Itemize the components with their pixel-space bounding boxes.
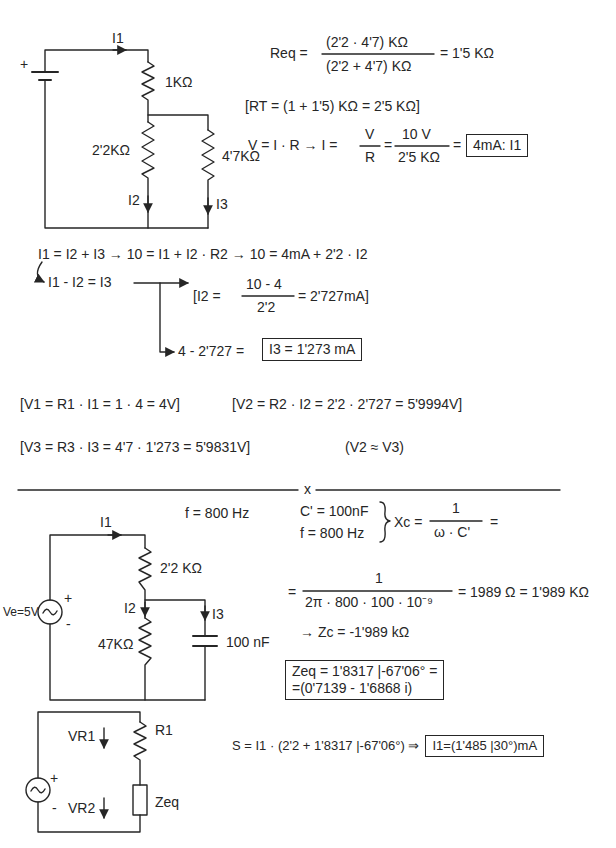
dc-circuit [32,50,214,228]
result-text: Zeq = 1'8317 |-67'06° = [292,663,437,680]
result-box: I1=(1'485 |30°)mA [425,735,544,757]
handwritten-text: = 1'5 KΩ [440,45,494,62]
handwritten-text: = [288,584,296,601]
handwritten-text: 10 V [402,126,431,143]
handwritten-text: S = I1 · (2'2 + 1'8317 |-67'06°) ⇒ [232,738,419,754]
handwritten-text: 2π · 800 · 100 · 10⁻⁹ [305,594,433,611]
handwritten-text: VR2 [68,800,95,817]
handwritten-text: I1 = I2 + I3 → 10 = I1 + I2 · R2 → 10 = … [38,246,368,263]
handwritten-text: x [304,481,311,498]
handwritten-text: (2'2 + 4'7) KΩ [326,58,411,75]
handwritten-text: - [66,616,71,633]
handwritten-text: 2'5 KΩ [398,149,440,166]
handwritten-text: - [52,800,57,817]
handwritten-text: = [384,137,392,154]
handwritten-text: + [20,56,28,73]
handwritten-text: 1KΩ [165,74,193,91]
handwritten-text: Xc = [394,514,422,531]
handwritten-text: 2'2 [257,299,275,316]
fraction-bar [303,590,452,591]
handwritten-text: 1 [375,570,383,587]
fraction-bar [322,53,434,54]
handwritten-text: R1 [155,722,173,739]
handwritten-text: C' = 100nF [300,503,368,520]
handwritten-text: + [64,590,72,607]
handwritten-text: I1 [112,30,124,47]
result-text: 4mA: I1 [473,137,521,154]
handwritten-text: Req = [270,45,308,62]
handwritten-text: 47KΩ [98,636,133,653]
handwritten-text: VR1 [68,728,95,745]
fraction-bar [360,145,380,146]
result-text: =(0'7139 - 1'6868 i) [292,680,437,697]
result-box: 4mA: I1 [466,134,528,157]
result-text: I3 = 1'273 mA [269,341,355,358]
handwritten-text: (V2 ≈ V3) [345,439,404,456]
handwritten-text: I3 [216,196,228,213]
handwritten-text: = [490,514,498,531]
handwritten-text: I2 [124,600,136,617]
handwritten-text: 100 nF [226,634,270,651]
result-box: I3 = 1'273 mA [262,338,362,361]
fraction-bar [395,145,449,146]
ac-circuit [38,535,217,700]
handwritten-text: V [365,126,374,143]
handwritten-text: 2'2KΩ [92,142,130,159]
handwritten-text: → Zc = -1'989 kΩ [300,624,409,641]
handwritten-text: [V3 = R3 · I3 = 4'7 · 1'273 = 5'9831V] [20,439,250,456]
handwritten-arrow [134,282,188,283]
brace [380,502,390,542]
handwritten-text: = [453,137,461,154]
fraction-bar [242,295,294,296]
handwritten-text: [V2 = R2 · I2 = 2'2 · 2'727 = 5'9994V] [232,396,462,413]
handwritten-text: I1 - I2 = I3 [48,274,111,291]
handwritten-text: 10 - 4 [246,276,282,293]
result-box: Zeq = 1'8317 |-67'06° ==(0'7139 - 1'6868… [285,660,444,700]
handwritten-text: f = 800 Hz [300,525,364,542]
handwritten-text: f = 800 Hz [185,505,249,522]
handwritten-text: Ve=5V [3,605,39,620]
handwritten-text: [I2 = [193,288,221,305]
handwritten-arrow [160,283,174,352]
handwritten-text: (2'2 · 4'7) KΩ [326,34,408,51]
handwritten-text: I2 [128,192,140,209]
divider-line [18,489,560,490]
handwritten-text: 2'2 KΩ [160,560,202,577]
handwritten-text: = 2'727mA] [298,288,369,305]
handwritten-text: = 1989 Ω = 1'989 KΩ [458,584,589,601]
handwritten-text: 4 - 2'727 = [178,343,244,360]
handwritten-text: I1 [100,514,112,531]
handwritten-text: 1 [452,500,460,517]
handwritten-text: [V1 = R1 · I1 = 1 · 4 = 4V] [20,396,180,413]
result-text: I1=(1'485 |30°)mA [432,738,537,754]
handwritten-text: I3 [212,606,224,623]
fraction-bar [430,520,482,521]
handwritten-text: + [50,770,58,787]
handwritten-text: [RT = (1 + 1'5) KΩ = 2'5 KΩ] [245,98,420,115]
handwritten-text: R [365,149,375,166]
equivalent-circuit [26,712,147,832]
handwritten-text: Zeq [155,794,179,811]
handwritten-text: ω · C' [434,524,470,541]
handwritten-text: V = I · R → I = [248,137,337,154]
handwritten-arrow [37,262,44,282]
